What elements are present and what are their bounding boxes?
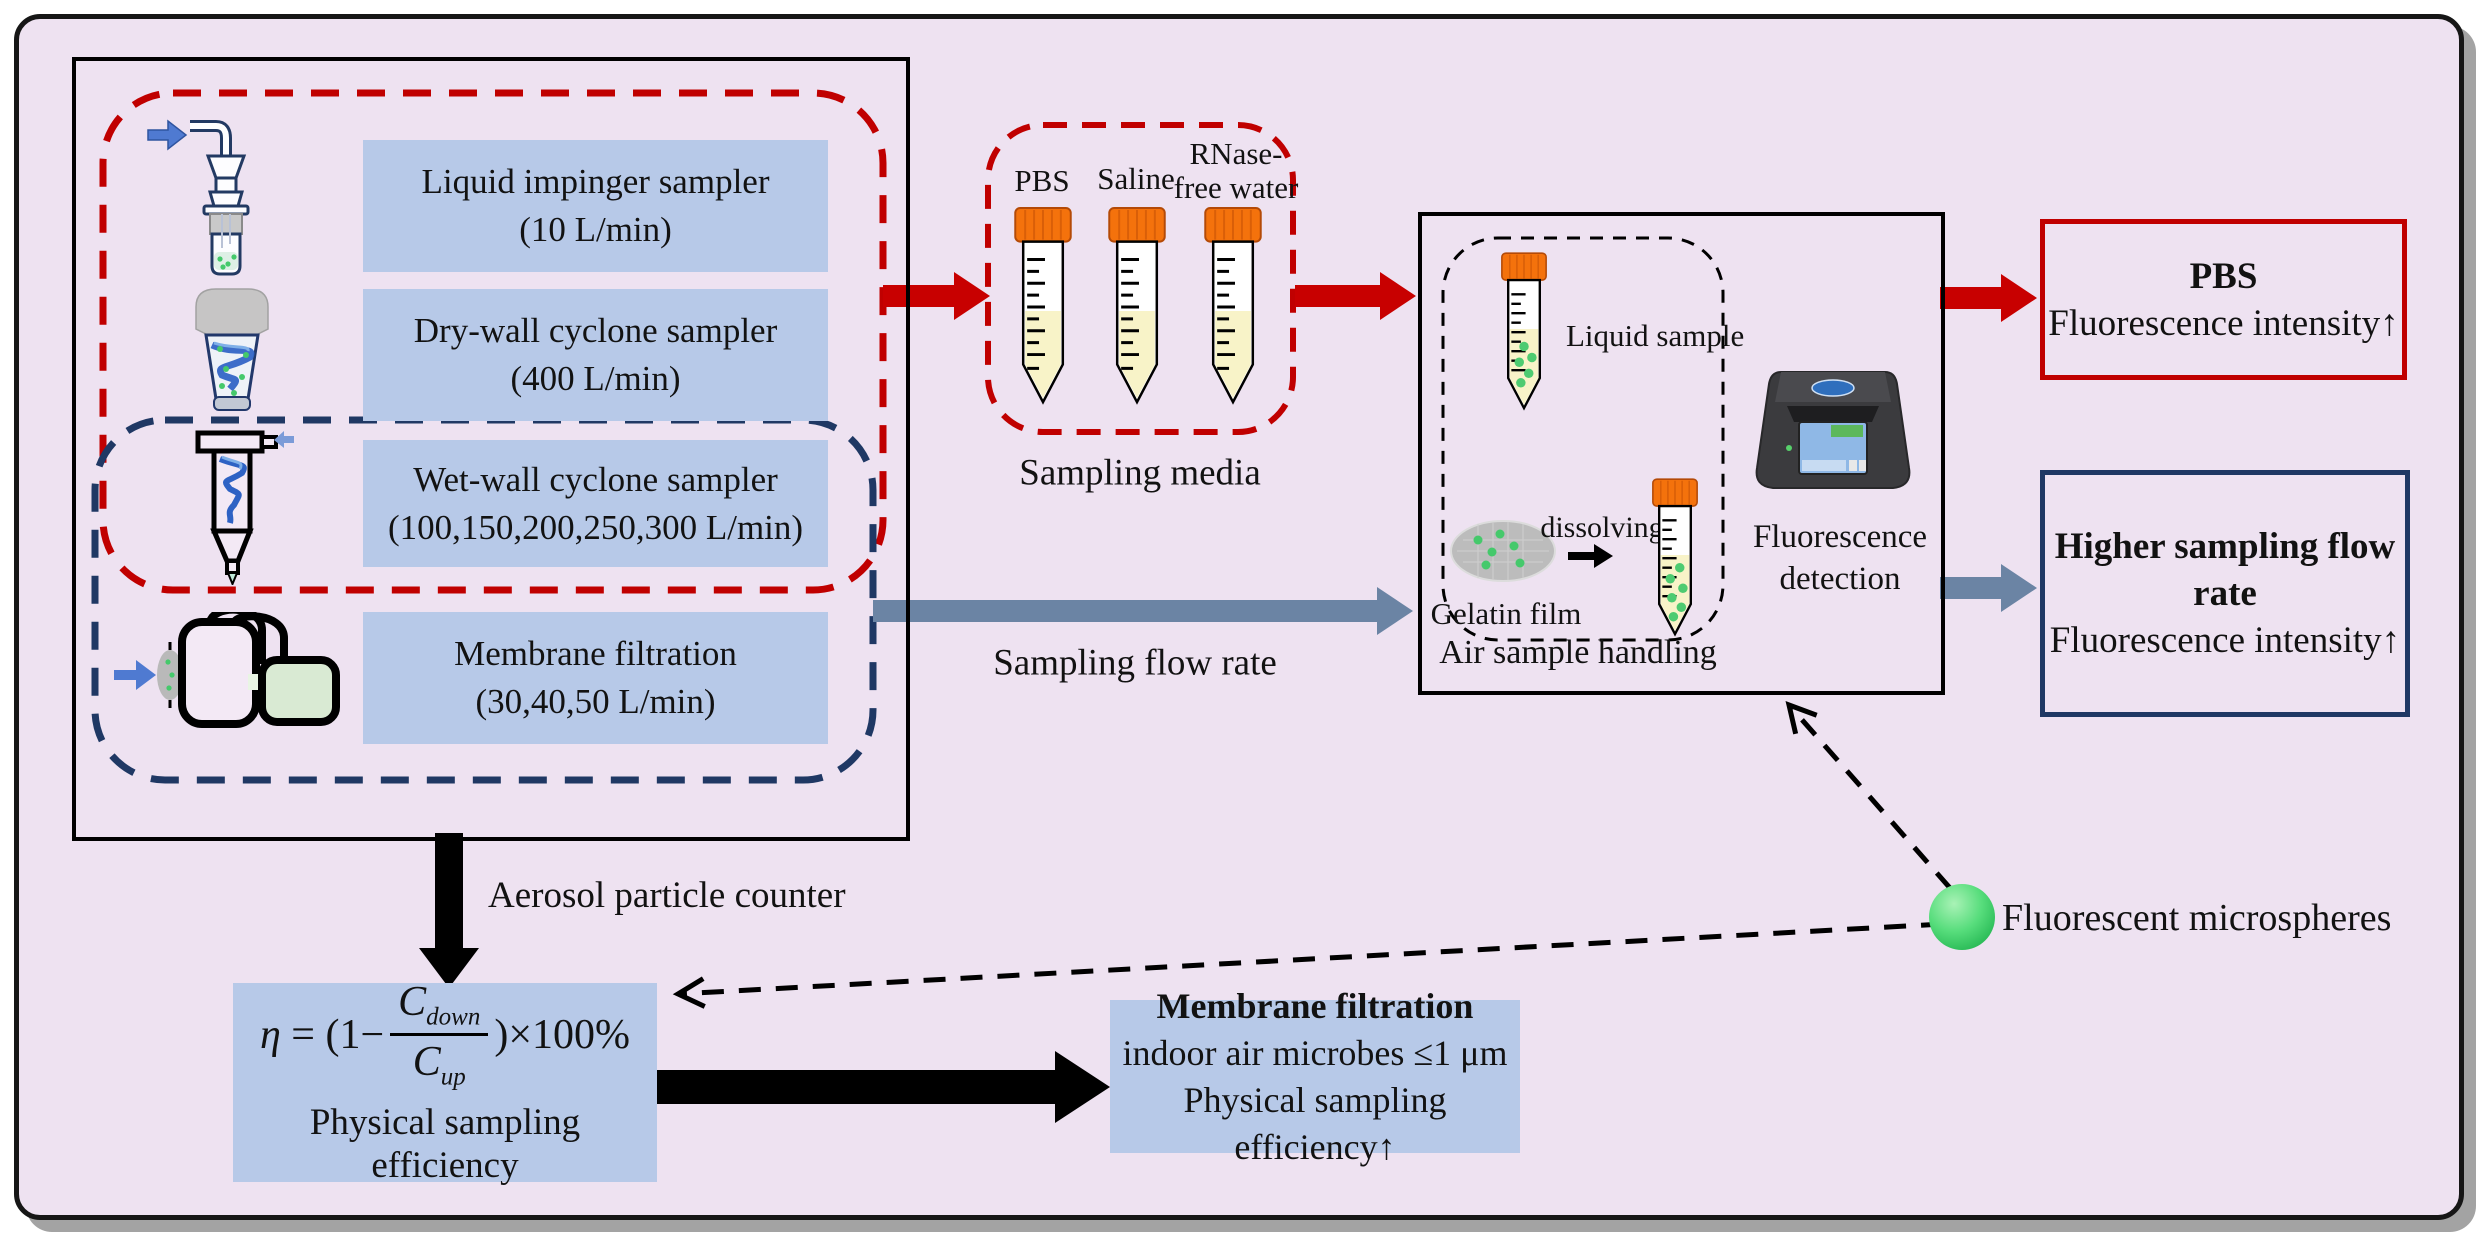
red-arrow-media-to-handling — [1295, 272, 1416, 320]
air-sample-inner-dashed-box — [1441, 236, 1725, 642]
inlet-arrow-icon — [114, 660, 156, 690]
media-tube-label-saline: Saline — [1097, 161, 1175, 196]
sampler-label-membrane-filtration: Membrane filtration (30,40,50 L/min) — [363, 612, 828, 744]
higher-flow-result-box: Higher sampling flow rate Fluorescence i… — [2040, 470, 2410, 717]
red-arrow-samplers-to-media — [883, 272, 990, 320]
sampler-flow: (100,150,200,250,300 L/min) — [387, 507, 804, 547]
dashed-pointer-to-handling — [1785, 701, 1952, 890]
dry-wall-cyclone-icon — [195, 288, 269, 411]
dissolving-arrow-icon — [1568, 544, 1613, 568]
media-tube-saline-icon — [1108, 206, 1166, 405]
sampler-name: Liquid impinger sampler — [421, 162, 770, 201]
efficiency-navy-dashed-group — [91, 416, 877, 784]
sampler-name: Wet-wall cyclone sampler — [413, 459, 778, 499]
sampler-name: Dry-wall cyclone sampler — [413, 311, 778, 350]
fluorescent-microsphere-icon — [1929, 884, 1995, 950]
device-logo — [1811, 379, 1855, 397]
membrane-result-box: Membrane filtration indoor air microbes … — [1110, 986, 1520, 1167]
membrane-result-title: Membrane filtration — [1156, 985, 1474, 1026]
dissolving-label: dissolving — [1540, 511, 1664, 544]
fluorometer-device-icon — [1755, 371, 1911, 489]
fluorescent-microspheres-label: Fluorescent microspheres — [2002, 897, 2392, 939]
membrane-result-line3: Physical sampling efficiency↑ — [1183, 1079, 1447, 1167]
higher-flow-title-line1: Higher sampling flow — [2054, 526, 2396, 567]
slate-arrow-flow-rate — [873, 587, 1413, 635]
slate-arrow-handling-to-flowbox — [1940, 564, 2037, 612]
sampler-name: Membrane filtration — [454, 634, 737, 673]
efficiency-formula-box: η = (1 − Cdown Cup ) ×100% Physical samp… — [233, 979, 657, 1186]
gelatin-film-icon — [1450, 520, 1556, 582]
red-arrow-handling-to-pbs — [1940, 274, 2037, 322]
sampler-label-wet-wall-cyclone: Wet-wall cyclone sampler (100,150,200,25… — [363, 440, 828, 567]
inlet-arrow-icon — [147, 119, 188, 151]
black-arrow-efficiency-to-membrane — [657, 1051, 1110, 1123]
air-sample-handling-panel — [1418, 212, 1945, 695]
aerosol-particle-counter-label: Aerosol particle counter — [488, 875, 846, 916]
pbs-result-box: PBS Fluorescence intensity↑ — [2040, 219, 2407, 380]
pbs-result-detail: Fluorescence intensity↑ — [2048, 302, 2399, 344]
sampler-flow: (400 L/min) — [510, 359, 681, 398]
media-tube-label-pbs: PBS — [1014, 163, 1070, 198]
liquid-sample-tube-icon — [1501, 252, 1547, 411]
pbs-result-title: PBS — [2189, 255, 2258, 297]
sampler-label-dry-wall-cyclone: Dry-wall cyclone sampler (400 L/min) — [363, 289, 828, 421]
liquid-impinger-icon — [147, 119, 250, 276]
sampling-flow-rate-label: Sampling flow rate — [993, 642, 1277, 684]
samplers-panel — [72, 57, 910, 841]
inlet-arrow-icon — [274, 431, 294, 448]
liquid-sample-label: Liquid sample — [1566, 318, 1745, 353]
air-sample-handling-title: Air sample handling — [1439, 634, 1717, 671]
gelatin-film-label: Gelatin film — [1430, 596, 1582, 631]
efficiency-formula: η = (1 − Cdown Cup ) ×100% — [259, 978, 631, 1092]
media-tube-rnase-icon — [1204, 206, 1262, 405]
media-tube-label-rnase: RNase- free water — [1173, 136, 1299, 205]
membrane-result-line2: indoor air microbes ≤1 μm — [1122, 1032, 1508, 1073]
black-arrow-to-efficiency — [419, 833, 479, 988]
sampling-media-dashed-box — [985, 122, 1296, 435]
efficiency-caption: Physical sampling efficiency — [309, 1102, 581, 1187]
wet-wall-cyclone-icon — [195, 430, 294, 585]
membrane-filtration-icon — [114, 612, 340, 728]
higher-flow-detail: Fluorescence intensity↑ — [2049, 620, 2401, 661]
fluorescence-detection-label: Fluorescence detection — [1752, 519, 1928, 597]
dissolved-sample-tube-icon — [1652, 478, 1698, 637]
media-tube-pbs-icon — [1014, 206, 1072, 405]
dashed-pointer-to-formula — [672, 921, 1944, 1009]
sampling-media-title: Sampling media — [1019, 452, 1261, 494]
sampler-label-liquid-impinger: Liquid impinger sampler (10 L/min) — [363, 140, 828, 272]
higher-flow-title-line2: rate — [2193, 573, 2257, 614]
formula-fraction: Cdown Cup — [390, 978, 489, 1092]
sampler-flow: (30,40,50 L/min) — [475, 682, 716, 721]
liquid-samplers-red-dashed-group — [99, 89, 887, 594]
sampler-flow: (10 L/min) — [519, 210, 672, 249]
